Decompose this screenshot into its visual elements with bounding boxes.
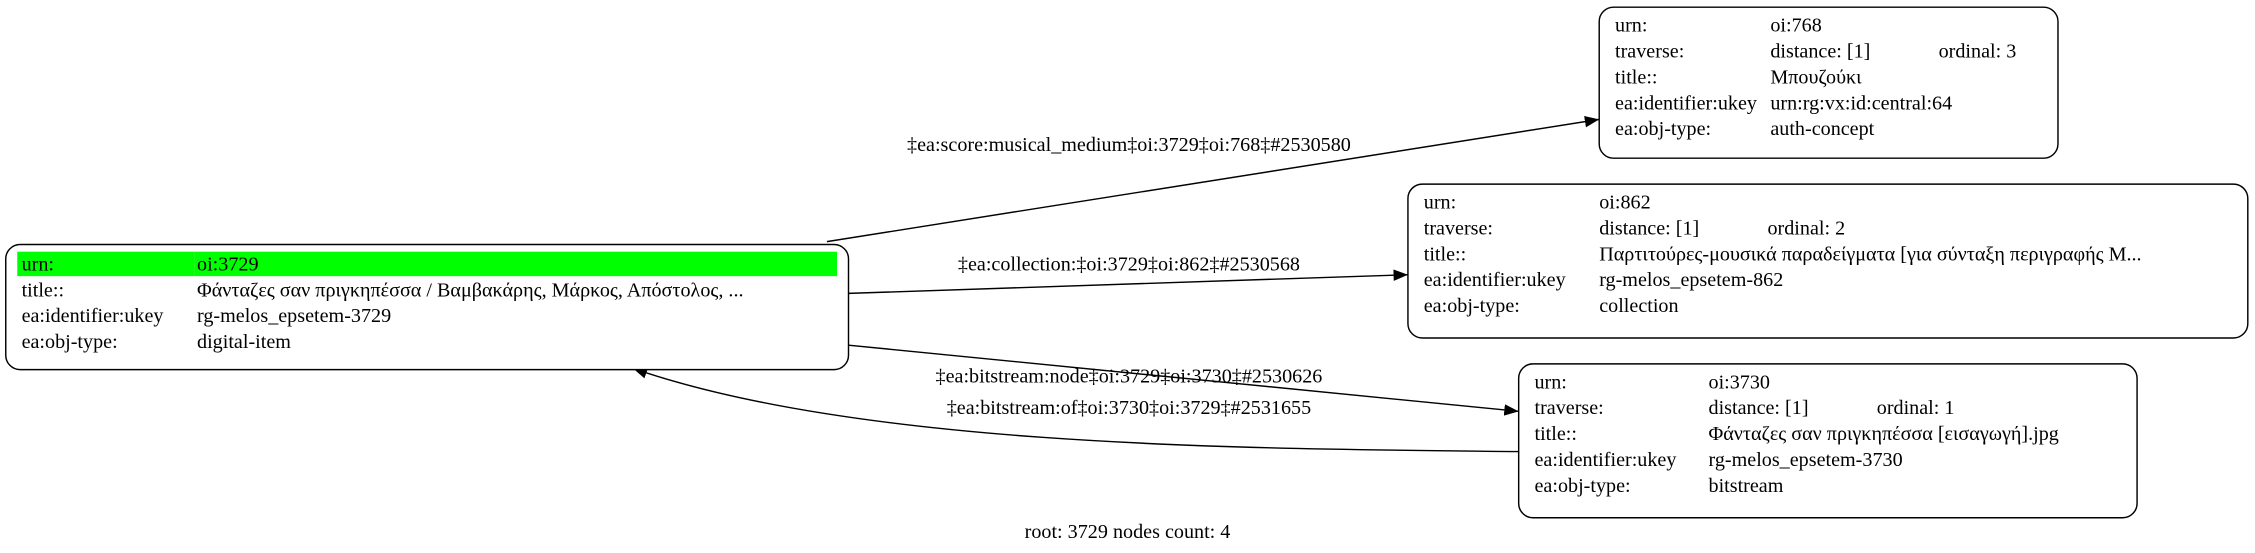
row-value: urn:rg:vx:id:central:64	[1770, 92, 1952, 114]
row-ordinal: ordinal: 1	[1877, 397, 1955, 419]
row-key: ea:identifier:ukey	[22, 305, 164, 327]
row-value: distance: [1]	[1599, 217, 1699, 239]
row-key: ea:obj-type:	[1534, 475, 1630, 497]
node-3730[interactable]: urn: oi:3730 traverse: distance: [1] ordinal…	[1517, 363, 2138, 519]
edge-label: ‡ea:collection:‡oi:3729‡oi:862‡#2530568	[958, 253, 1300, 275]
row-key: title::	[1615, 66, 1657, 88]
row-key: traverse:	[1534, 397, 1603, 419]
row-key: urn:	[1424, 192, 1456, 214]
row-value: bitstream	[1709, 475, 1784, 497]
node-box	[1517, 363, 2138, 519]
row-value: auth-concept	[1770, 118, 1874, 140]
row-value: rg-melos_epsetem-862	[1599, 269, 1783, 291]
row-ordinal: ordinal: 2	[1767, 217, 1845, 239]
row-value: oi:768	[1770, 15, 1821, 37]
row-value: Παρτιτούρες-μουσικά παραδείγματα [για σύ…	[1599, 243, 2141, 265]
row-value: digital-item	[197, 331, 291, 353]
row-key: title::	[1534, 423, 1576, 445]
row-value: distance: [1]	[1709, 397, 1809, 419]
highlight-value	[194, 251, 837, 277]
row-key: ea:identifier:ukey	[1424, 269, 1566, 291]
row-key: urn:	[1615, 15, 1647, 37]
row-value: Φάνταζες σαν πριγκηπέσσα / Βαμβακάρης, Μ…	[197, 279, 744, 301]
edge-3729-768	[826, 115, 1600, 243]
row-value: Φάνταζες σαν πριγκηπέσσα [εισαγωγή].jpg	[1709, 423, 2059, 445]
row-value: rg-melos_epsetem-3730	[1709, 449, 1903, 471]
node-box	[1598, 6, 2059, 159]
graph-caption: root: 3729 nodes count: 4	[1025, 521, 1231, 543]
row-key: ea:identifier:ukey	[1534, 449, 1676, 471]
node-862[interactable]: urn: oi:862 traverse: distance: [1] ordinal:…	[1407, 183, 2249, 339]
edge-3729-3730	[848, 344, 1519, 416]
row-key: ea:identifier:ukey	[1615, 92, 1757, 114]
row-key: traverse:	[1615, 41, 1684, 63]
row-key: urn:	[22, 253, 54, 275]
highlight-key	[17, 251, 195, 277]
row-ordinal: ordinal: 3	[1939, 41, 2017, 63]
edge-label: ‡ea:bitstream:of‡oi:3730‡oi:3729‡#253165…	[947, 397, 1311, 419]
edge-3729-862	[848, 269, 1408, 295]
row-value: distance: [1]	[1770, 41, 1870, 63]
node-box	[1407, 183, 2249, 339]
row-key: ea:obj-type:	[22, 331, 118, 353]
row-value: oi:3730	[1709, 371, 1771, 393]
row-key: traverse:	[1424, 217, 1493, 239]
row-key: title::	[1424, 243, 1466, 265]
row-value: Μπουζούκι	[1770, 66, 1862, 88]
row-key: ea:obj-type:	[1424, 295, 1520, 317]
row-value: rg-melos_epsetem-3729	[197, 305, 391, 327]
row-key: urn:	[1534, 371, 1566, 393]
row-value: oi:3729	[197, 253, 259, 275]
edge-3730-3729	[632, 367, 1519, 453]
row-key: ea:obj-type:	[1615, 118, 1711, 140]
edge-label: ‡ea:score:musical_medium‡oi:3729‡oi:768‡…	[907, 134, 1351, 156]
edge-label: ‡ea:bitstream:node‡oi:3729‡oi:3730‡#2530…	[936, 366, 1323, 388]
node-768[interactable]: urn: oi:768 traverse: distance: [1] ordinal:…	[1598, 6, 2059, 159]
row-value: collection	[1599, 295, 1678, 317]
row-value: oi:862	[1599, 192, 1650, 214]
row-key: title::	[22, 279, 64, 301]
